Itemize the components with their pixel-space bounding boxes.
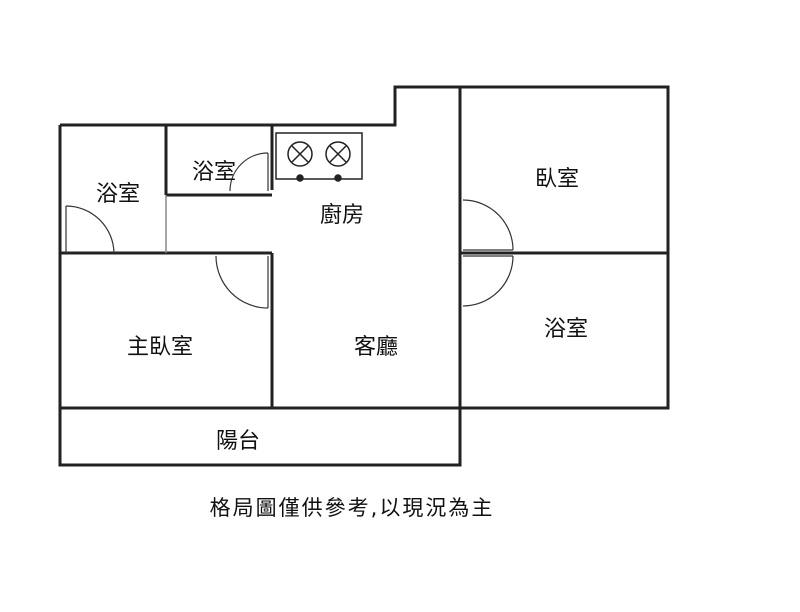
label-bath-small: 浴室 <box>191 160 237 185</box>
outer-wall-outline <box>58 85 670 467</box>
disclaimer-note: 格局圖僅供參考,以現況為主 <box>209 496 495 520</box>
door-bath-left <box>65 205 115 254</box>
label-balcony: 陽台 <box>215 429 261 454</box>
label-living-room: 客廳 <box>353 335 399 360</box>
label-bath-left: 浴室 <box>95 182 141 207</box>
door-bath-small <box>229 152 269 192</box>
door-bedroom <box>462 199 514 251</box>
label-master-bedroom: 主臥室 <box>126 335 194 360</box>
stove-icon <box>275 132 363 182</box>
label-kitchen: 廚房 <box>319 203 365 228</box>
label-bedroom: 臥室 <box>534 167 580 192</box>
doors <box>65 152 514 309</box>
door-bath-right <box>462 255 514 307</box>
outer-walls <box>58 85 670 467</box>
door-master <box>215 255 269 309</box>
label-bath-right: 浴室 <box>543 317 589 342</box>
